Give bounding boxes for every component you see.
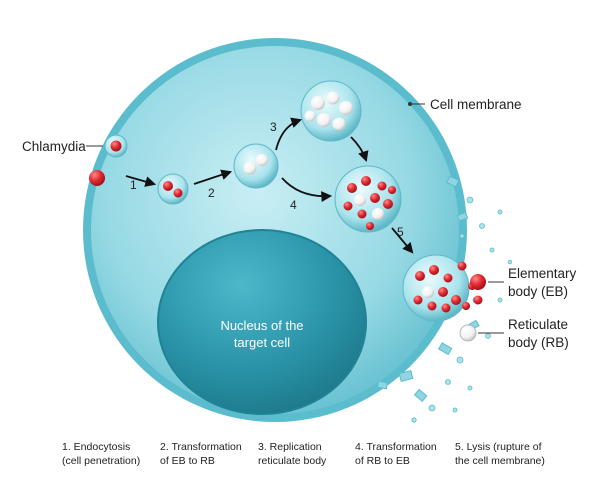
reticulate-body-label-line2: body (RB) (508, 335, 569, 350)
arrow-step1 (125, 175, 157, 187)
step-number-3: 3 (270, 120, 277, 134)
caption-step1-line2: (cell penetration) (62, 455, 141, 467)
nucleus-label-line1: Nucleus of the (220, 318, 303, 333)
step-number-4: 4 (290, 198, 297, 212)
caption-step5-line2: the cell membrane) (455, 455, 545, 467)
chlamydia-entering (89, 134, 128, 186)
spray-particles (411, 196, 513, 423)
arrow-step4 (281, 177, 333, 202)
nucleus-label-line2: target cell (234, 335, 290, 350)
elementary-body-legend-marker (470, 274, 486, 290)
vacuole-step5-lysis (402, 254, 483, 322)
caption-step2-line1: 2. Transformation (160, 441, 242, 453)
caption-step3: 3. Replication reticulate body (258, 440, 326, 468)
caption-step4-line2: of RB to EB (355, 455, 410, 467)
elementary-body-label-line2: body (EB) (508, 284, 568, 299)
vacuole-step2 (233, 143, 279, 189)
caption-step3-line2: reticulate body (258, 455, 327, 467)
callout-lines (86, 103, 504, 334)
cell-membrane-pointer (408, 102, 412, 106)
caption-step1-line1: 1. Endocytosis (62, 441, 131, 453)
process-arrows (125, 117, 414, 254)
reticulate-body-legend-marker (459, 324, 477, 342)
arrow-step5 (391, 227, 414, 254)
vacuole-step3-replication (300, 80, 362, 142)
step-number-5: 5 (397, 225, 404, 239)
step-number-2: 2 (208, 186, 215, 200)
chlamydia-label: Chlamydia (22, 139, 86, 154)
vacuole-step1 (157, 173, 189, 205)
elementary-body-label-line1: Elementary (508, 266, 577, 281)
step-number-1: 1 (130, 178, 137, 192)
caption-step2: 2. Transformation of EB to RB (160, 440, 242, 468)
caption-step2-line2: of EB to RB (160, 455, 215, 467)
caption-step3-line1: 3. Replication (258, 441, 322, 453)
nucleus (157, 229, 367, 415)
caption-step5-line1: 5. Lysis (rupture of (455, 441, 542, 453)
arrow-step2 (193, 169, 233, 185)
caption-step4-line1: 4. Transformation (355, 441, 437, 453)
caption-step4: 4. Transformation of RB to EB (355, 440, 437, 468)
cell-membrane-label: Cell membrane (430, 97, 522, 112)
arrow-step3 (275, 117, 303, 151)
caption-step1: 1. Endocytosis (cell penetration) (62, 440, 140, 468)
vacuole-step4-transformation (334, 165, 402, 233)
arrow-step3-to-4 (350, 136, 369, 163)
reticulate-body-label-line1: Reticulate (508, 317, 568, 332)
caption-step5: 5. Lysis (rupture of the cell membrane) (455, 440, 545, 468)
